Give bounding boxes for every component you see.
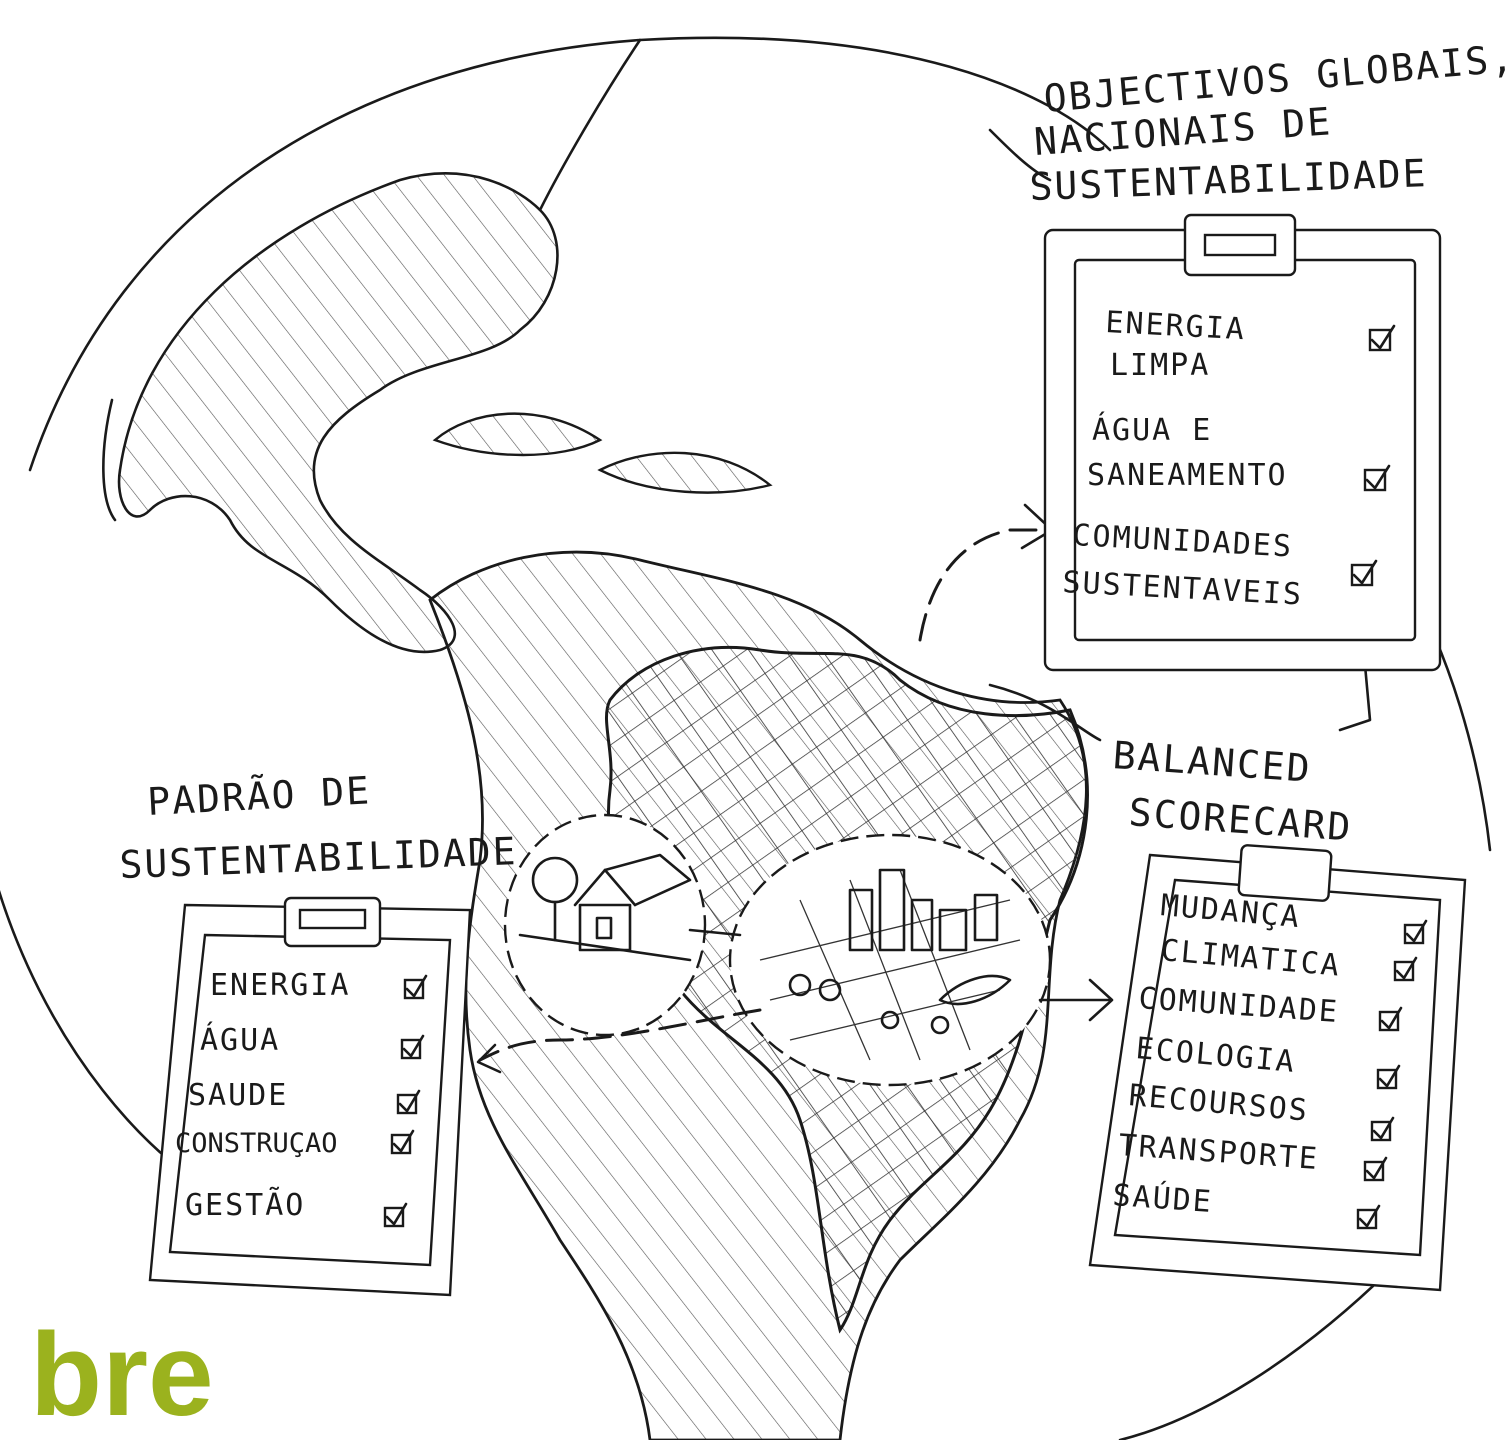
standard-clipboard [148,896,472,1297]
house-scene [503,813,707,1037]
city-scene [728,833,1052,1087]
scorecard-clipboard [1088,844,1467,1292]
global-goals-clipboard [1043,213,1442,672]
standard-item: CONSTRUÇAO [175,1128,338,1159]
bre-logo: bre [30,1309,214,1440]
flow-arrows [476,128,1372,1074]
global-goals-item: ENERGIA [1105,305,1247,347]
scorecard-title-line2: SCORECARD [1127,790,1353,850]
caribbean-islands [432,412,773,494]
standard-item: GESTÃO [185,1187,305,1223]
standard-item: ÁGUA [200,1022,280,1058]
standard-title-line1: PADRÃO DE [146,768,372,824]
standard-item: SAUDE [188,1078,288,1113]
global-goals-item: ÁGUA E [1092,412,1212,448]
standard-title-line2: SUSTENTABILIDADE [119,829,518,887]
standard-item: ENERGIA [210,968,350,1003]
global-goals-item: LIMPA [1110,348,1210,383]
global-goals-item: SANEAMENTO [1087,458,1288,493]
north-america [102,172,559,654]
scorecard-item: SAÚDE [1111,1176,1214,1220]
scorecard-title-line1: BALANCED [1111,733,1313,791]
